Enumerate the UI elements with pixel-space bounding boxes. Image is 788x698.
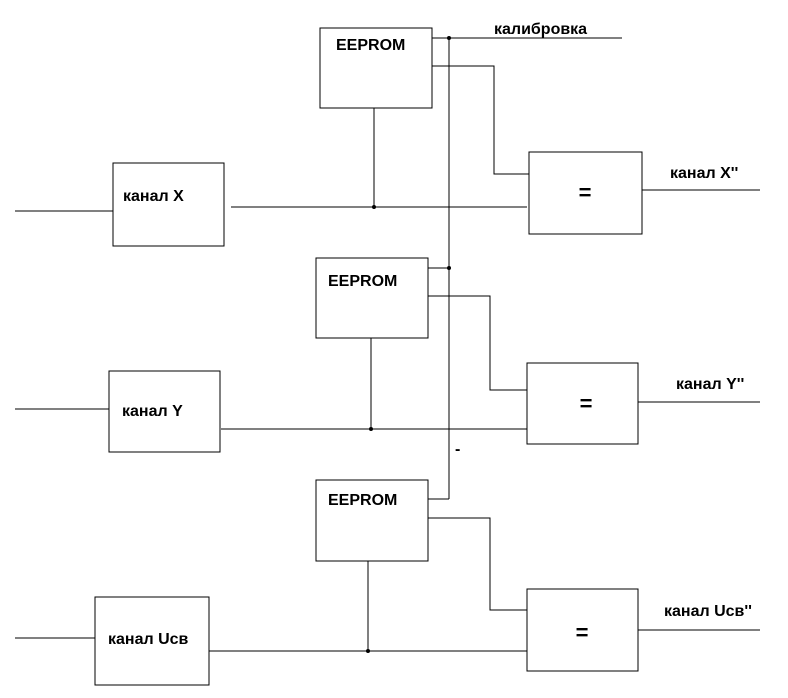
channel-y-label: канал Y [122, 403, 183, 420]
output-ucv-label: канал Uсв'' [664, 603, 752, 620]
row-channel-ucv: канал Uсв EEPROM = канал Uсв'' [15, 479, 760, 686]
row-channel-x: канал X EEPROM = канал X'' [15, 27, 760, 247]
eeprom-label-1: EEPROM [336, 37, 405, 54]
comparator-symbol-2: = [580, 391, 593, 416]
channel-x-block [112, 162, 225, 247]
comparator-block-2 [526, 362, 639, 445]
comparator-block-1 [528, 151, 643, 235]
eeprom-label-2: EEPROM [328, 273, 397, 290]
eeprom-block-2 [315, 257, 429, 339]
eeprom-block-3 [315, 479, 429, 562]
row-channel-y: канал Y EEPROM = канал Y'' - [15, 257, 760, 458]
channel-ucv-label: канал Uсв [108, 631, 189, 648]
stray-mark: - [455, 441, 460, 458]
comparator-symbol-3: = [576, 620, 589, 645]
channel-x-label: канал X [123, 188, 184, 205]
eeprom-label-3: EEPROM [328, 492, 397, 509]
calibration-bus: калибровка [432, 21, 622, 499]
channel-ucv-block [94, 596, 210, 686]
channel-y-block [108, 370, 221, 453]
output-x-label: канал X'' [670, 165, 738, 182]
output-y-label: канал Y'' [676, 376, 744, 393]
comparator-symbol-1: = [579, 180, 592, 205]
calibration-label: калибровка [494, 21, 587, 38]
eeprom-block-1 [319, 27, 433, 109]
